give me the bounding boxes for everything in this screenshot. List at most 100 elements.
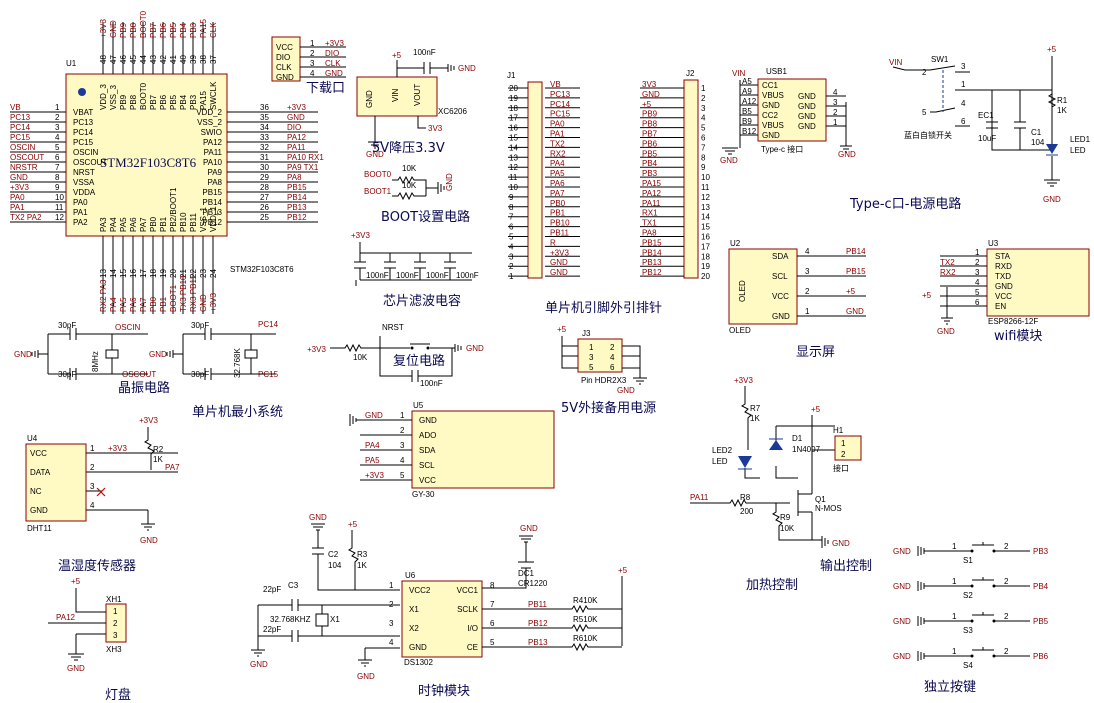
mcu-bottom-pin-num: 20 [169,269,178,278]
usb-in-net: VIN [732,69,746,78]
mcu-top-pin-net: PB5 [169,22,178,38]
mcu-top-pin-name: PB7 [149,94,158,110]
usb-left-pin-label: A9 [742,87,752,96]
dht-r-ref: R2 [153,445,164,454]
j1-row-net: PC14 [550,100,571,109]
pwr-sw-p2: 2 [922,68,927,77]
download-pin-net: GND [325,69,343,78]
heat-r7-val: 1K [750,414,760,423]
xtal-oscin: OSCIN [115,323,141,332]
reset-block: +3V3 10K NRST 100nF GND 复位电路 [307,323,484,388]
boot-gnd [437,182,445,194]
key-contact-b [992,549,996,553]
j1-ref: J1 [507,71,516,80]
usb-caption: Type-c 接口 [761,144,803,154]
mcu-right-pin-num: 29 [260,173,269,182]
j2-row-num: 5 [701,124,706,133]
j2-row-net: PB14 [642,248,662,257]
mcu-bottom-pin-net: RX3 PB11 [189,275,198,312]
download-pin-net: DIO [325,49,339,58]
j1-row-net: PB1 [550,209,566,218]
oled-name: OLED [729,326,751,335]
lamp-gnd: GND [67,664,85,673]
clock-resistor-label: R410K [573,596,598,605]
j2-row-num: 19 [701,262,710,271]
j1-row-num: 10 [509,183,518,192]
j1-row-net: GND [550,258,568,267]
clock-resistor [560,642,622,652]
dht-body [25,443,87,522]
usb-wires [722,80,852,155]
usb-inner-left: CC2 [762,111,779,120]
mcu-right-pin-net: PB14 [287,193,307,202]
mcu-bottom-pin-name: PA7 [139,217,148,232]
mcu-top-pin-name: PB9 [119,94,128,110]
wifi-pin-name: STA [995,252,1011,261]
usb-left-pin-label: B9 [742,117,752,126]
clock-net: +5 [348,520,358,529]
oled-pin-net: PB14 [846,247,866,256]
wifi-gnd [941,287,953,325]
clock-right-pin-num: 6 [490,619,495,628]
j1-row-net: RX2 [550,149,566,158]
out-h-p1: 1 [841,439,846,448]
clock-block: GND C2 104 +5 R3 1K 22pF C3 22pF 32.768K… [250,513,628,699]
pwr-r1 [1047,93,1057,108]
clock-dc1-val: CR1220 [518,579,548,588]
gy30-pin-num: 2 [400,426,405,435]
heat-title: 加热控制 [746,578,798,593]
mcu-top-pin-num: 42 [159,55,168,64]
oled-pin-num: 1 [805,307,810,316]
pwr-c1: C1 [1031,128,1042,137]
oled-pin-name: SDA [772,252,789,261]
heat-r8: R8 [740,493,751,502]
mcu-left-pin-name: NRST [73,168,95,177]
mcu-left-pin-net: GND [10,173,28,182]
j2-row-num: 20 [701,272,710,281]
heat-r8-val: 200 [740,507,754,516]
download-pin-num: 2 [310,49,315,58]
dht-pin-name: NC [30,487,42,496]
reset-label: NRST [382,323,404,332]
key-net: PB6 [1033,652,1049,661]
wifi-pin-num: 4 [975,278,980,287]
usb-right-pin-num: 2 [833,108,838,117]
j1-row-num: 20 [509,84,518,93]
heat-r9-val: 10K [780,524,795,533]
mcu-right-pin-name: PB14 [202,198,222,207]
j1-row-num: 6 [509,223,514,232]
clock-right-pin-name: CE [467,643,478,652]
pwr-gnd [1044,156,1060,187]
wifi-ref: U3 [988,239,999,248]
j2-row-num: 14 [701,213,710,222]
out-h-body [834,435,862,461]
mcu-bottom-pin-net: RX2 PA3 [99,279,108,312]
mcu-bottom-pin-net: TX3 PB10 [179,275,188,312]
mcu-bottom-pin-num: 19 [159,269,168,278]
mcu-left-pin-net: NRSTR [10,163,38,172]
mcu-left-pin-num: 5 [55,143,60,152]
filter-cap [354,253,366,280]
mcu-top-pin-net: GND [109,20,118,38]
mcu-right-pin-num: 35 [260,113,269,122]
gy30-pin-name: SDA [419,446,436,455]
key-gnd-label: GND [893,617,911,626]
dht-title: 温湿度传感器 [58,558,136,574]
dht-net: +3V3 [139,416,158,425]
j2-row-num: 1 [701,84,706,93]
mcu-right-pin-num: 28 [260,183,269,192]
mcu-top-pin-name: PB3 [189,94,198,110]
j2-row-num: 3 [701,104,706,113]
mcu-top-pin-num: 39 [189,55,198,64]
j3-body [577,338,623,373]
mcu-left-pin-net: OSCOUT [10,153,44,162]
mcu-bottom-pin-name: PA5 [119,217,128,232]
clock-r3-val: 1K [357,561,367,570]
oled-pin-net: PB15 [846,267,866,276]
j1-row-num: 1 [509,272,514,281]
